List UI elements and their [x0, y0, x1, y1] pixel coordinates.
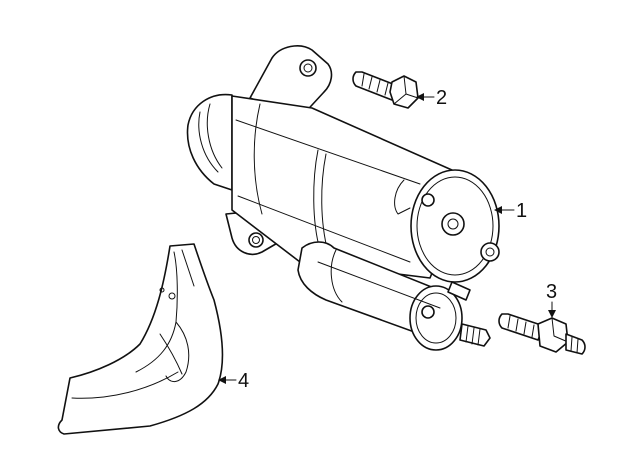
heat-shield[interactable] — [57, 243, 224, 435]
callout-4-arrow — [218, 376, 226, 384]
starter-motor[interactable] — [186, 45, 500, 351]
callout-2-arrow — [416, 93, 424, 101]
callout-2-number: 2 — [436, 87, 447, 109]
callout-4-number: 4 — [238, 370, 249, 392]
callout-3: 3 — [546, 281, 557, 318]
callout-1: 1 — [494, 200, 527, 222]
callout-2: 2 — [416, 87, 447, 109]
callout-3-arrow — [548, 310, 556, 318]
callout-1-number: 1 — [516, 200, 527, 222]
callout-1-arrow — [494, 206, 502, 214]
callout-3-number: 3 — [546, 281, 557, 303]
callout-4: 4 — [218, 370, 249, 392]
stud[interactable] — [498, 313, 586, 355]
bolt[interactable] — [352, 71, 419, 109]
